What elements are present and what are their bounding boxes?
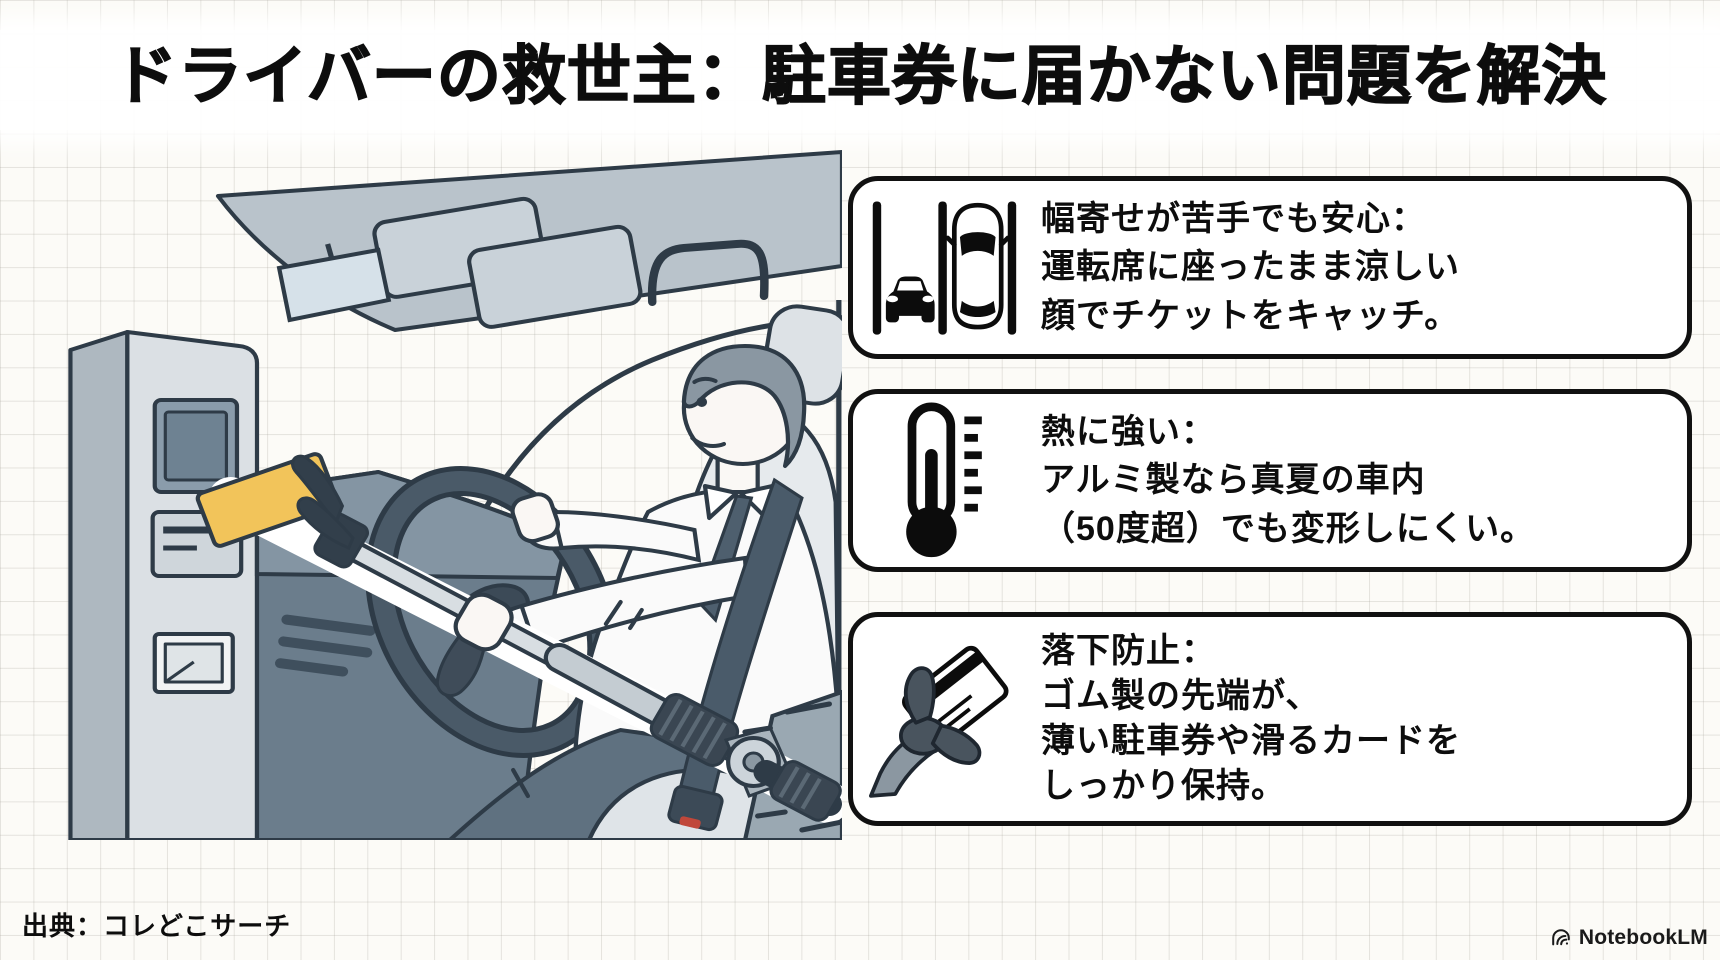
feature-text: 落下防止： ゴム製の先端が、 薄い駐車券や滑るカードを しっかり保持。: [1041, 629, 1461, 809]
sun-visors: [372, 196, 643, 329]
grip-collar: [649, 693, 740, 767]
notebooklm-icon: [1552, 929, 1570, 946]
feature-line: しっかり保持。: [1041, 766, 1286, 805]
feature-line: 熱に強い：: [1041, 413, 1216, 452]
driver-reacher-illustration: [68, 150, 842, 840]
feature-line: （50度超）でも変形しにくい。: [1041, 509, 1536, 548]
ticket-machine: [68, 330, 260, 840]
feature-box-easy-reach: 幅寄せが苦手でも安心： 運転席に座ったまま涼しい 顔でチケットをキャッチ。: [848, 176, 1692, 359]
feature-text: 幅寄せが苦手でも安心： 運転席に座ったまま涼しい 顔でチケットをキャッチ。: [1041, 195, 1460, 340]
parking-lanes-icon: [869, 194, 1019, 342]
feature-box-drop-prevention: 落下防止： ゴム製の先端が、 薄い駐車券や滑るカードを しっかり保持。: [848, 612, 1692, 826]
dash-vent: [274, 614, 376, 677]
rearview-mirror: [276, 243, 392, 323]
page-title: ドライバーの救世主：駐車券に届かない問題を解決: [112, 39, 1607, 113]
feature-box-heat-resistant: 熱に強い： アルミ製なら真夏の車内 （50度超）でも変形しにくい。: [848, 389, 1692, 572]
feature-line: 落下防止：: [1041, 632, 1216, 671]
title-background-band: [0, 30, 1720, 130]
motion-lines: [742, 701, 842, 833]
branding: NotebookLM: [1550, 926, 1708, 950]
source-note: 出典：コレどこサーチ: [22, 911, 292, 941]
feature-line: 薄い駐車券や滑るカードを: [1041, 722, 1461, 760]
pivot-joint: [723, 726, 842, 822]
gripper-card-icon: [869, 630, 1019, 808]
feature-line: ゴム製の先端が、: [1041, 677, 1321, 716]
gripper-head: [291, 454, 370, 569]
driver-left-hand: [453, 592, 514, 652]
feature-line: 幅寄せが苦手でも安心：: [1041, 200, 1426, 239]
feature-line: 顔でチケットをキャッチ。: [1041, 296, 1460, 335]
feature-line: アルミ製なら真夏の車内: [1041, 461, 1426, 500]
reacher-tool: [195, 452, 842, 823]
grab-handle: [647, 239, 769, 306]
feature-text: 熱に強い： アルミ製なら真夏の車内 （50度超）でも変形しにくい。: [1041, 408, 1535, 553]
feature-line: 運転席に座ったまま涼しい: [1041, 248, 1460, 287]
branding-label: NotebookLM: [1578, 926, 1708, 949]
thermometer-icon: [869, 401, 1019, 561]
driver-right-hand: [510, 492, 560, 544]
